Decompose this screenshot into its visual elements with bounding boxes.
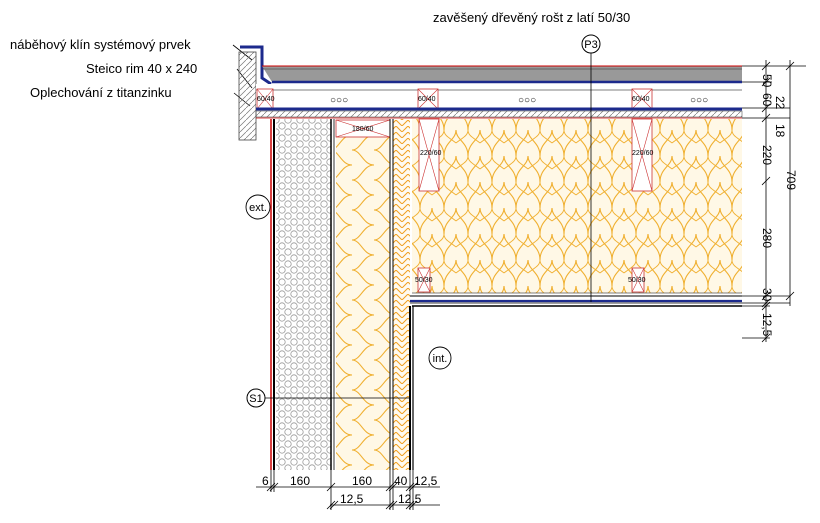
dim-bottom-0: 6 xyxy=(262,474,269,488)
dim-right-7: 12,5 xyxy=(760,313,774,337)
dim-bottom-2: 160 xyxy=(352,474,372,488)
ceiling-layers xyxy=(395,295,742,307)
axis-s1-label: S1 xyxy=(249,393,262,405)
ventilation-holes: ○○○ ○○○ ○○○ xyxy=(330,95,708,106)
label-rim: Steico rim 40 x 240 xyxy=(86,61,197,76)
batten-3-label: 60/40 xyxy=(632,96,650,103)
dim-bottom-low-0: 12,5 xyxy=(340,492,364,506)
holes-1: ○○○ xyxy=(330,95,348,106)
label-grid: zavěšený dřevěný rošt z latí 50/30 xyxy=(433,10,630,25)
dim-bottom-1: 160 xyxy=(290,474,310,488)
label-wedge: náběhový klín systémový prvek xyxy=(10,37,191,52)
dim-total: 709 xyxy=(784,170,798,190)
rim-top-label: 180/60 xyxy=(352,126,374,133)
dimension-chain-right xyxy=(742,60,806,343)
dim-right-0: 50 xyxy=(760,74,774,88)
batten-2: 60/40 xyxy=(417,88,439,110)
small-batten-2: 50/30 xyxy=(628,267,646,293)
dimension-labels-bottom: 6 160 160 40 12,5 12,5 12,5 xyxy=(262,474,438,506)
joist-2: 220/60 xyxy=(631,118,654,192)
joist-1-label: 220/60 xyxy=(420,150,442,157)
marker-int: int. xyxy=(428,346,452,370)
batten-2-label: 60/40 xyxy=(418,96,436,103)
dim-bottom-low-1: 12,5 xyxy=(398,492,422,506)
marker-ext: ext. xyxy=(245,194,271,220)
small-batten-1-label: 50/30 xyxy=(415,277,433,284)
wall-fibre-insulation xyxy=(276,119,335,470)
dim-right-4: 220 xyxy=(760,145,774,165)
small-batten-1: 50/30 xyxy=(415,267,433,293)
joist-2-label: 220/60 xyxy=(632,150,654,157)
dim-right-2: 22 xyxy=(773,96,787,110)
small-batten-2-label: 50/30 xyxy=(628,277,646,284)
dimension-labels-right: 50 60 22 18 220 280 30 12,5 709 xyxy=(760,74,798,337)
dim-bottom-4: 12,5 xyxy=(414,474,438,488)
holes-2: ○○○ xyxy=(518,95,536,106)
dimension-chain-bottom xyxy=(256,470,440,510)
wall-exterior-board xyxy=(270,119,275,470)
marker-ext-label: ext. xyxy=(249,202,267,214)
marker-int-label: int. xyxy=(433,353,448,365)
dim-right-3: 18 xyxy=(773,124,787,138)
air-gap-layer xyxy=(256,84,742,108)
dim-right-5: 280 xyxy=(760,228,774,248)
axis-p3: P3 xyxy=(581,34,601,302)
joist-1: 220/60 xyxy=(418,118,442,192)
roof-insulation xyxy=(412,119,742,294)
holes-3: ○○○ xyxy=(690,95,708,106)
dim-right-6: 30 xyxy=(760,288,774,302)
batten-3: 60/40 xyxy=(631,88,653,110)
wall-inner-layer xyxy=(392,119,414,470)
batten-1-label: 60/40 xyxy=(257,96,275,103)
axis-p3-label: P3 xyxy=(584,39,597,51)
roof-cover xyxy=(262,65,742,84)
label-flashing: Oplechování z titanzinku xyxy=(30,85,172,100)
dim-right-1: 60 xyxy=(760,93,774,107)
wall-stud-insulation: 180/60 xyxy=(335,119,391,470)
batten-1: 60/40 xyxy=(256,88,275,110)
roof-deck xyxy=(255,107,743,119)
dim-bottom-3: 40 xyxy=(394,474,408,488)
axis-s1: S1 xyxy=(246,388,410,408)
